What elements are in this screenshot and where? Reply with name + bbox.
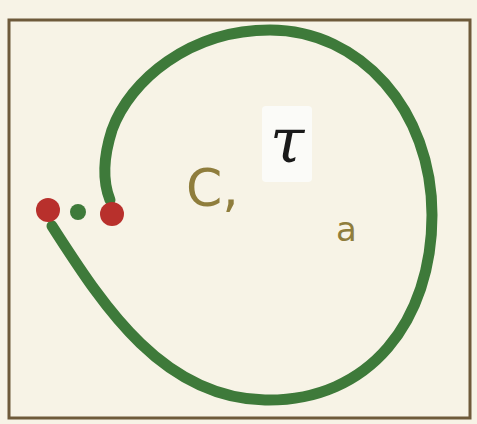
symbol-label: C, [186,162,239,214]
frame [9,20,470,418]
symbol-label: τ [262,106,312,182]
red-dot [100,202,124,226]
green-dot [70,204,86,220]
open-curve [52,30,432,400]
red-dot [36,198,60,222]
subscript-label: a [336,212,357,246]
